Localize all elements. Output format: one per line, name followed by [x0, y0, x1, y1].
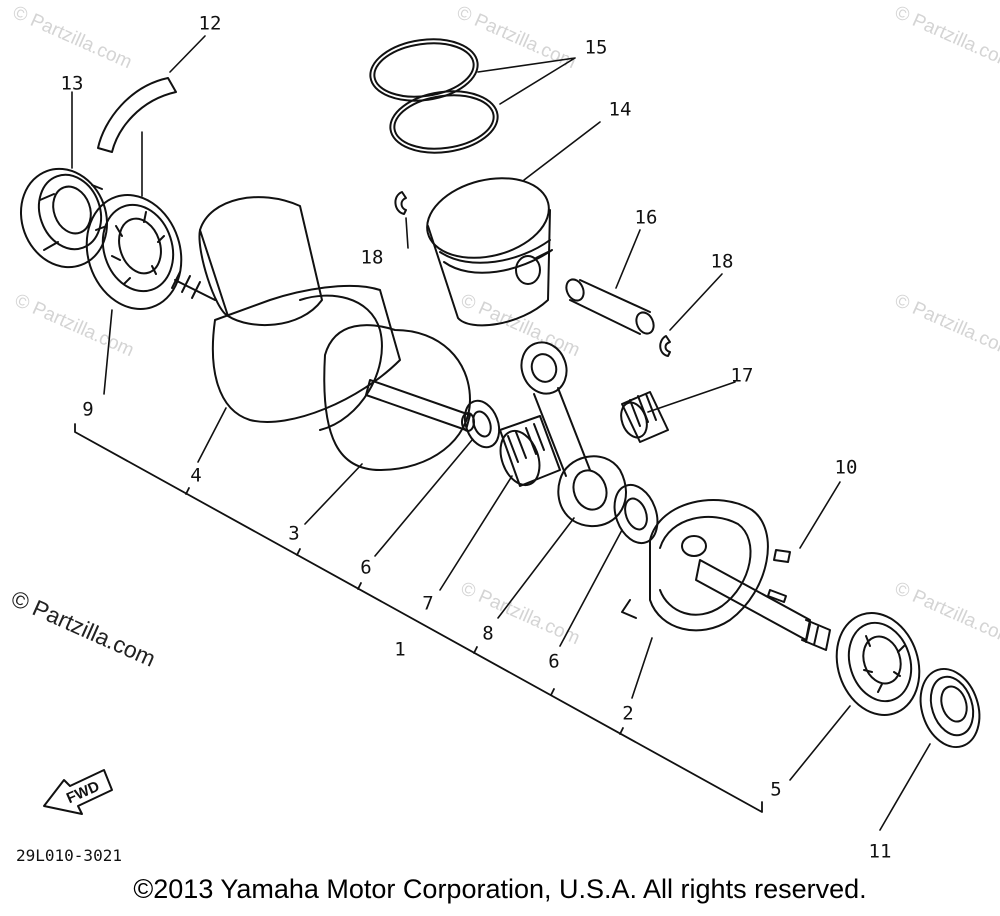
crank-wheel-right	[621, 499, 831, 651]
callout-1: 1	[394, 638, 406, 661]
piston	[426, 177, 553, 327]
piston-rings	[369, 38, 499, 154]
pin-circlip-right	[659, 335, 671, 357]
fwd-arrow-icon	[43, 769, 113, 815]
callout-18: 18	[710, 250, 734, 273]
oil-seal-right	[919, 667, 981, 749]
oil-seal	[19, 167, 109, 269]
callout-12: 12	[198, 12, 222, 35]
callout-4: 4	[190, 464, 202, 487]
pin-circlip-left	[394, 191, 407, 215]
bearing-left	[85, 194, 183, 310]
callout-9: 9	[82, 398, 94, 421]
callout-11: 11	[868, 840, 892, 863]
callout-8: 8	[482, 622, 494, 645]
needle-bearing-big-end	[499, 415, 561, 487]
copyright-notice: ©2013 Yamaha Motor Corporation, U.S.A. A…	[133, 874, 867, 904]
leader-lines	[71, 35, 931, 831]
callout-18: 18	[360, 246, 384, 269]
needle-bearing-small-end	[620, 391, 669, 443]
diagram-code: 29L010-3021	[16, 846, 122, 865]
assembly-bracket	[74, 423, 763, 813]
thrust-washer	[613, 483, 659, 545]
callout-7: 7	[422, 592, 434, 615]
callout-5: 5	[770, 778, 782, 801]
callout-6: 6	[360, 556, 372, 579]
bearing-right	[835, 612, 921, 716]
circlip	[97, 77, 177, 153]
woodruff-key	[773, 549, 791, 563]
callout-17: 17	[730, 364, 754, 387]
callout-2: 2	[622, 702, 634, 725]
callout-13: 13	[60, 72, 84, 95]
callout-14: 14	[608, 98, 632, 121]
connecting-rod	[520, 341, 627, 528]
callout-6: 6	[548, 650, 560, 673]
thrust-washer	[463, 399, 501, 449]
piston-pin	[565, 278, 655, 335]
callout-3: 3	[288, 522, 300, 545]
callout-10: 10	[834, 456, 858, 479]
callout-15: 15	[584, 36, 608, 59]
callout-16: 16	[634, 206, 658, 229]
